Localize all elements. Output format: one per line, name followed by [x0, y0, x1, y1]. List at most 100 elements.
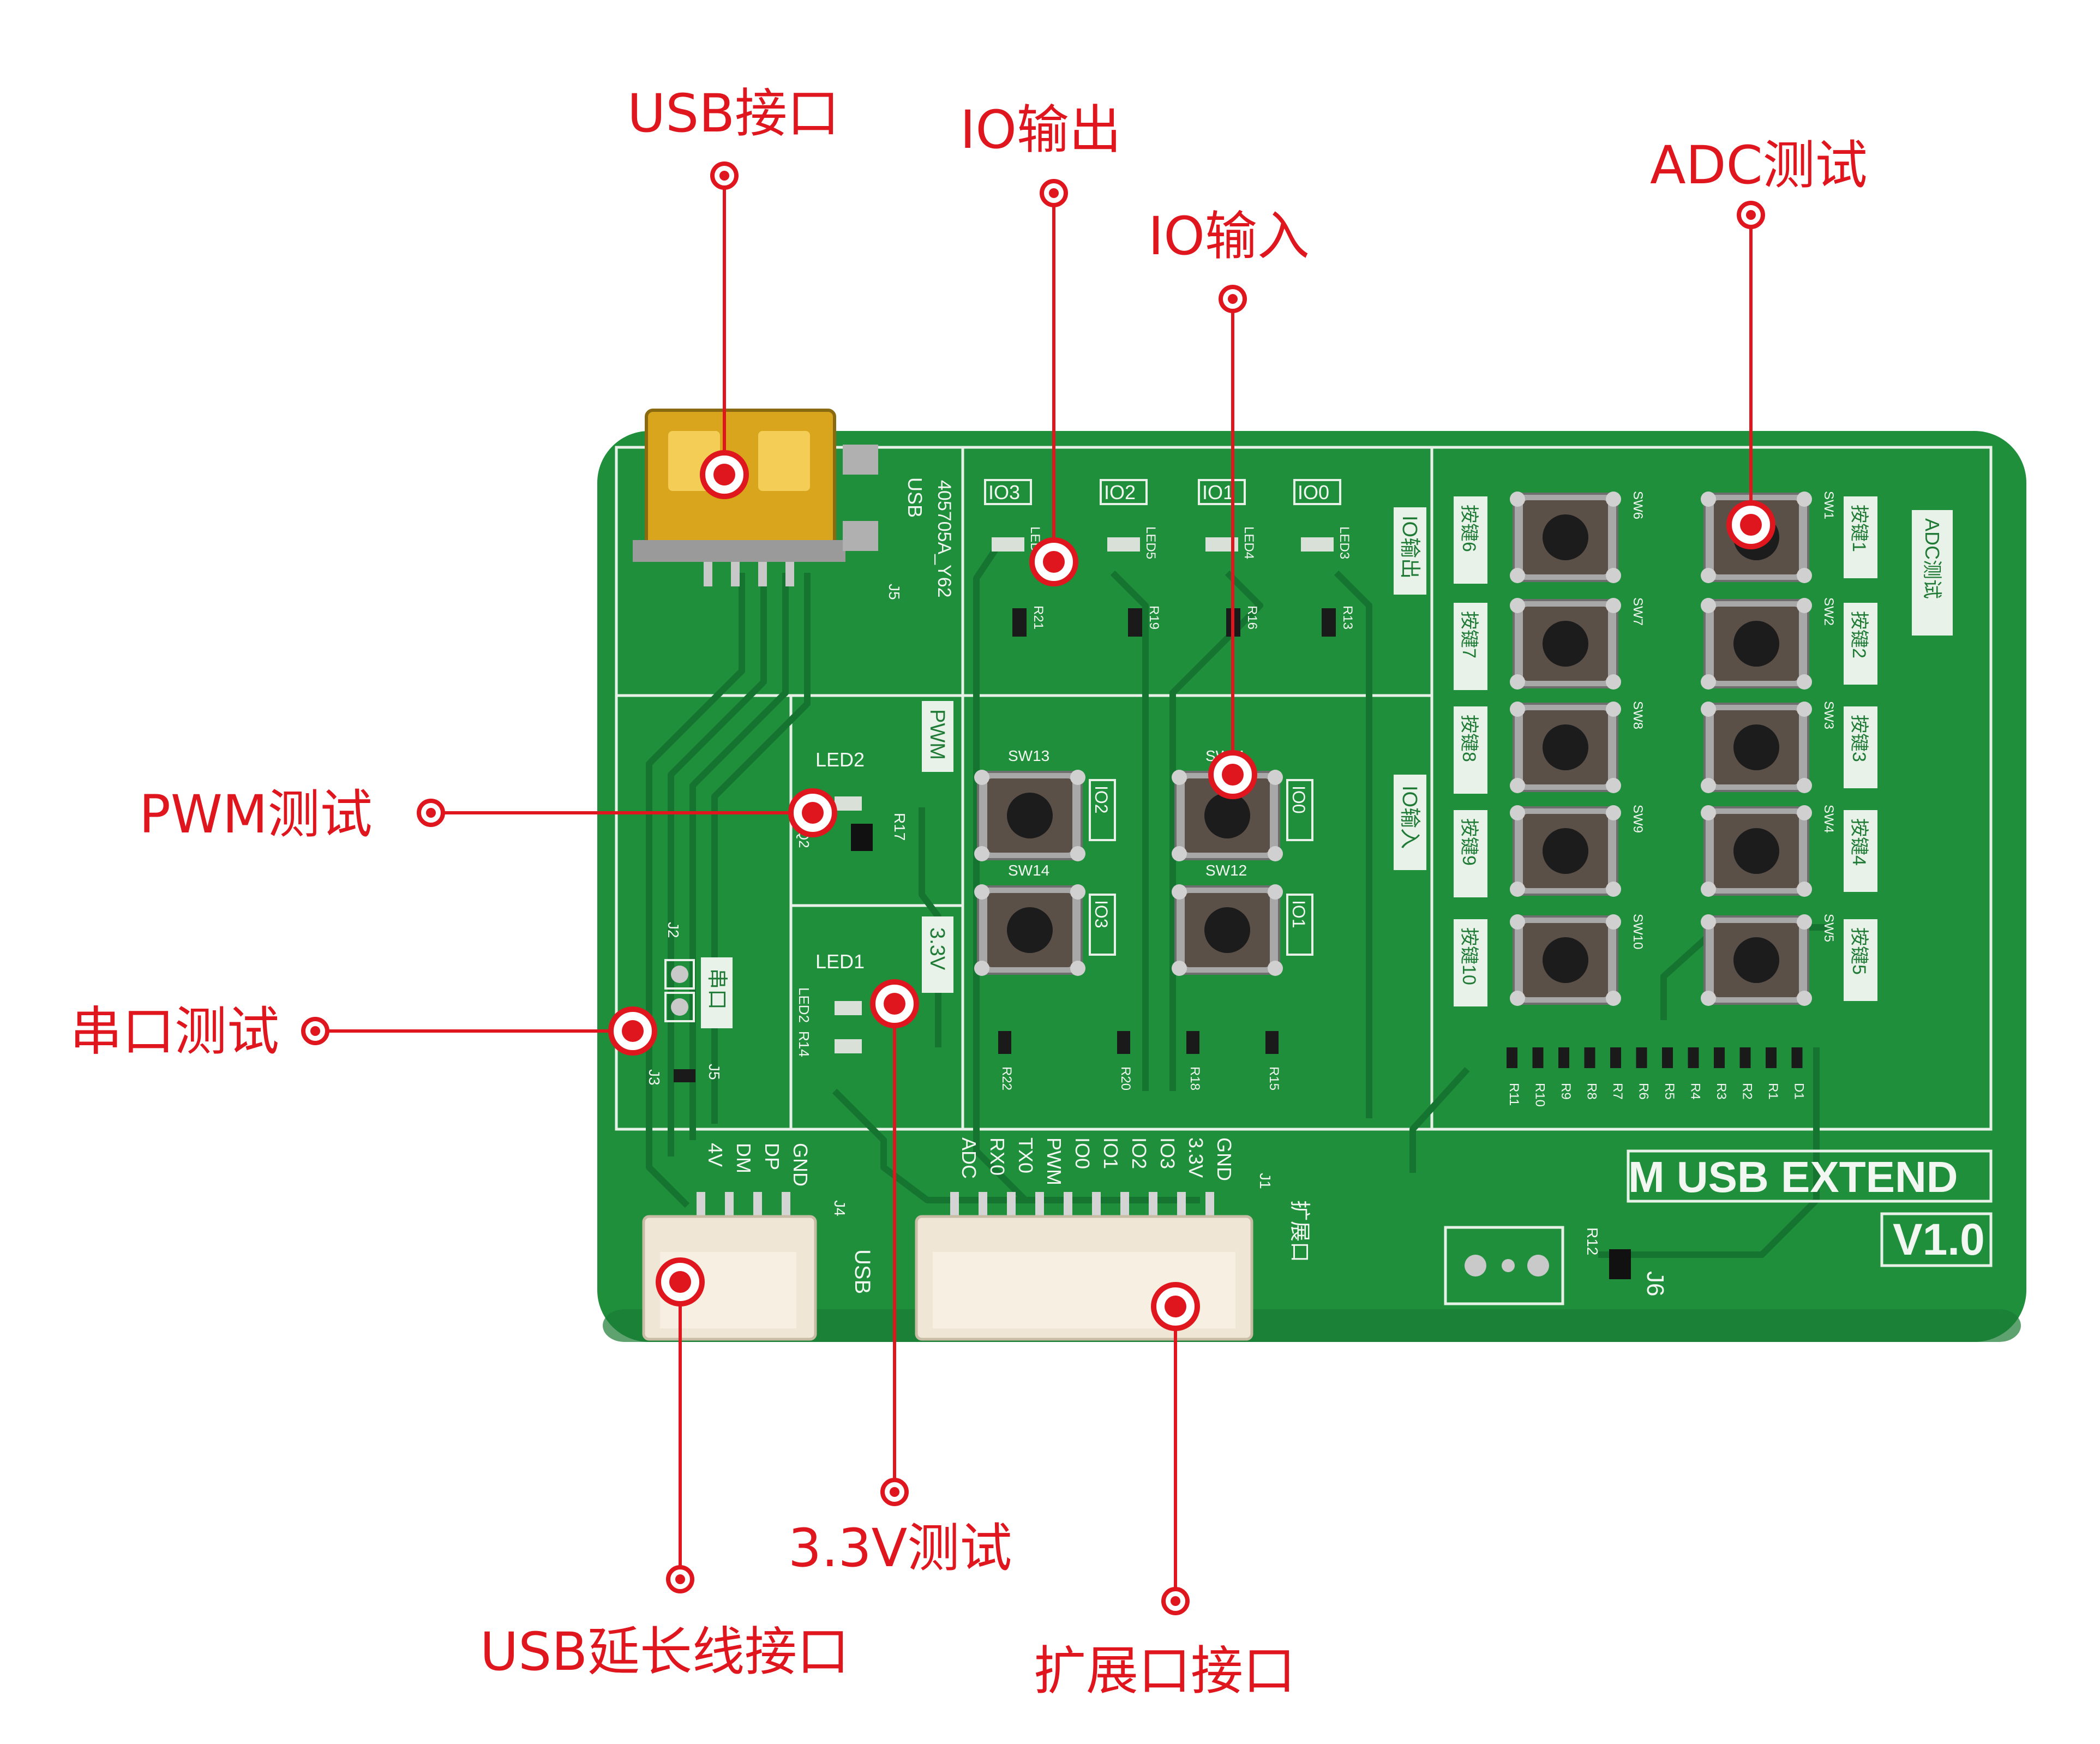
adc-button-left-pin	[1510, 492, 1525, 507]
adc-button-left-ref: SW7	[1630, 597, 1645, 626]
v33-led	[835, 1001, 862, 1015]
adc-button-left-label: 按键6	[1459, 505, 1479, 552]
j1-pin-label: IO3	[1156, 1137, 1179, 1169]
adc-button-right-ref: SW4	[1821, 805, 1836, 833]
silkscreen-text: USB 405705A_Y62 J5 M USB EXTEND V1.0 USB…	[646, 477, 1993, 1296]
callout-adc-test: ADC测试	[1650, 135, 1868, 196]
adc-button-left-cap	[1543, 514, 1588, 560]
adc-button-left-pin	[1606, 598, 1621, 613]
adc-resistor	[1714, 1047, 1725, 1068]
io-input-resistor	[1117, 1031, 1130, 1054]
adc-resistor-label: R9	[1558, 1083, 1573, 1100]
adc-resistor-label: R11	[1507, 1083, 1521, 1106]
serial-j2: J2	[665, 922, 682, 938]
adc-button-left-label: 按键7	[1459, 611, 1479, 658]
adc-resistor-label: R6	[1636, 1083, 1651, 1100]
io-input-switch-pin	[1172, 884, 1187, 900]
io-out-led-label: LED4	[1241, 526, 1256, 559]
adc-button-left-pin	[1606, 674, 1621, 690]
callout-io-input: IO输入	[1148, 206, 1310, 267]
j1-pin-label: GND	[1213, 1137, 1235, 1181]
j6-footprint	[1444, 1226, 1631, 1305]
adc-resistor	[1584, 1047, 1595, 1068]
j1-pin-label: IO0	[1071, 1137, 1094, 1169]
io-input-switch-pin	[974, 961, 989, 976]
j1-ref: J1	[1257, 1173, 1274, 1189]
j1-pin-label: IO1	[1100, 1137, 1122, 1169]
board-title: M USB EXTEND	[1628, 1153, 1958, 1201]
io-out-label: IO3	[988, 481, 1020, 504]
adc-resistor	[1532, 1047, 1544, 1068]
j1-pin-label: 3.3V	[1185, 1137, 1207, 1178]
j1-pin-label: RX0	[986, 1137, 1009, 1176]
io-input-io-label: IO1	[1289, 900, 1309, 928]
callout-pwm-test: PWM测试	[139, 784, 373, 845]
io-input-switch-pin	[1268, 961, 1283, 976]
io-input-resistor	[1186, 1031, 1199, 1054]
adc-button-left-pin	[1606, 568, 1621, 583]
io-input-switch-pin	[1268, 884, 1283, 900]
adc-button-right-pin	[1701, 492, 1716, 507]
adc-button-right-pin	[1797, 492, 1812, 507]
adc-button-left-pin	[1606, 805, 1621, 820]
adc-button-right-label-box	[1844, 919, 1877, 1001]
adc-button-right-cap	[1733, 937, 1779, 983]
io-out-led	[1301, 537, 1334, 552]
adc-button-left-ref: SW8	[1630, 701, 1645, 729]
adc-button-right-label-box	[1844, 603, 1877, 685]
adc-resistor	[1739, 1047, 1751, 1068]
callout-serial-test: 串口测试	[70, 1001, 279, 1062]
j4-ref: J4	[831, 1200, 848, 1216]
pwm-led2-label: LED2	[815, 748, 865, 771]
adc-button-right-pin	[1701, 914, 1716, 930]
adc-resistor-label: R7	[1610, 1083, 1625, 1100]
adc-button-right-ref: SW2	[1821, 597, 1836, 626]
v33-resistor	[835, 1039, 862, 1053]
io-input-resistor-label: R22	[999, 1066, 1014, 1090]
adc-resistor-label: R8	[1585, 1083, 1599, 1100]
adc-button-right-pin	[1797, 914, 1812, 930]
adc-button-right-label: 按键5	[1849, 927, 1869, 975]
adc-button-left-ref: SW10	[1630, 914, 1645, 949]
usb-part-number: 405705A_Y62	[934, 480, 955, 598]
io-input-resistor-label: R15	[1267, 1066, 1281, 1090]
io-input-switch-pin	[1172, 770, 1187, 785]
io-out-resistor	[1128, 608, 1142, 637]
adc-button-left-pin	[1510, 805, 1525, 820]
adc-button-left-pin	[1510, 882, 1525, 897]
callout-io-output: IO输出	[960, 99, 1121, 160]
io-input-resistor-label: R20	[1118, 1066, 1133, 1090]
adc-button-right-pin	[1797, 991, 1812, 1006]
adc-resistor-label: R3	[1714, 1083, 1729, 1100]
adc-resistor	[1507, 1047, 1517, 1068]
adc-button-right-pin	[1701, 674, 1716, 690]
io-input-switch-ref: SW12	[1205, 862, 1247, 879]
adc-button-left-label-box	[1454, 919, 1487, 1006]
adc-button-left-cap	[1543, 621, 1588, 667]
io-input-io-box	[1286, 779, 1313, 841]
adc-button-left-ref: SW9	[1630, 805, 1645, 833]
adc-button-left-pin	[1510, 991, 1525, 1006]
io-out-resistor-label: R16	[1245, 606, 1259, 630]
serial-pad	[671, 966, 688, 983]
callout-expansion-port: 扩展口接口	[1034, 1640, 1295, 1701]
io-input-resistor	[998, 1031, 1011, 1054]
adc-button-right-pin	[1797, 882, 1812, 897]
io-out-resistor	[1012, 608, 1027, 637]
adc-button-right-cap	[1733, 724, 1779, 770]
adc-button-left-pin	[1606, 914, 1621, 930]
adc-button-left-pin	[1606, 778, 1621, 793]
io-out-label-box	[1293, 479, 1341, 505]
io-input-switch-pin	[1070, 884, 1085, 900]
j1-expansion-connector	[915, 1215, 1253, 1341]
pcb-board	[597, 431, 2026, 1342]
adc-button-right-label: 按键3	[1849, 715, 1869, 762]
callout-usb-port: USB接口	[627, 83, 840, 144]
serial-section-label: 串口	[705, 968, 728, 1010]
adc-button-right-pin	[1797, 568, 1812, 583]
io-input-switch-ref: SW13	[1008, 747, 1049, 764]
j1-pin-label: TX0	[1015, 1137, 1037, 1173]
callout-v33-test: 3.3V测试	[788, 1518, 1012, 1579]
io-input-section-label: IO输入	[1398, 786, 1421, 849]
